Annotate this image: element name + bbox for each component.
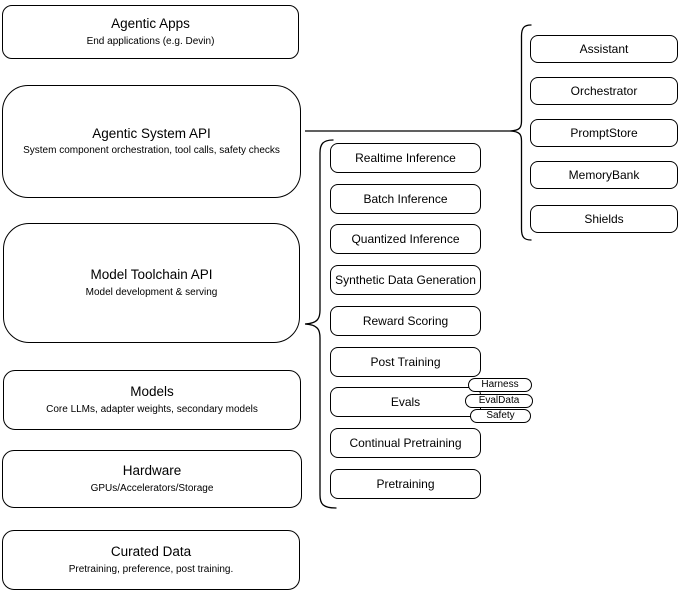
node-label: Batch Inference [363,192,448,206]
models-box: Models Core LLMs, adapter weights, secon… [3,370,301,430]
node-quantized-inference: Quantized Inference [330,224,481,254]
box-subtitle: GPUs/Accelerators/Storage [90,482,214,494]
node-pretraining: Pretraining [330,469,481,499]
node-label: Assistant [579,42,629,56]
box-subtitle: Pretraining, preference, post training. [68,563,234,575]
box-title: Agentic System API [92,125,211,141]
tag-harness: Harness [468,378,532,392]
node-label: PromptStore [570,126,638,140]
tag-safety: Safety [470,409,531,423]
tag-label: Harness [481,379,519,390]
node-orchestrator: Orchestrator [530,77,678,105]
hardware-box: Hardware GPUs/Accelerators/Storage [2,450,302,508]
node-memorybank: MemoryBank [530,161,678,189]
node-label: Synthetic Data Generation [335,273,476,287]
node-post-training: Post Training [330,347,481,377]
model-toolchain-api-box: Model Toolchain API Model development & … [3,223,300,343]
node-label: Reward Scoring [362,314,449,328]
tag-label: EvalData [478,395,520,406]
node-realtime-inference: Realtime Inference [330,143,481,173]
tag-label: Safety [486,410,515,421]
node-assistant: Assistant [530,35,678,63]
system-brace [509,24,532,241]
node-label: Realtime Inference [355,151,456,165]
box-title: Models [130,384,174,400]
node-label: Evals [390,395,421,409]
node-label: Continual Pretraining [349,436,462,450]
node-evals: Evals [330,387,481,417]
node-label: Post Training [370,355,441,369]
node-continual-pretraining: Continual Pretraining [330,428,481,458]
node-shields: Shields [530,205,678,233]
box-title: Agentic Apps [111,16,190,32]
curated-data-box: Curated Data Pretraining, preference, po… [2,530,300,590]
node-label: Quantized Inference [351,232,460,246]
toolchain-brace [304,139,337,509]
agentic-apps-box: Agentic Apps End applications (e.g. Devi… [2,5,299,59]
box-title: Model Toolchain API [90,267,213,283]
box-subtitle: Model development & serving [85,286,218,298]
node-synthetic-data-generation: Synthetic Data Generation [330,265,481,295]
node-label: MemoryBank [568,168,640,182]
node-reward-scoring: Reward Scoring [330,306,481,336]
box-subtitle: End applications (e.g. Devin) [86,35,215,47]
node-label: Shields [584,212,624,226]
node-label: Orchestrator [570,84,638,98]
box-subtitle: System component orchestration, tool cal… [23,145,280,157]
box-subtitle: Core LLMs, adapter weights, secondary mo… [46,403,258,415]
agentic-system-api-box: Agentic System API System component orch… [2,85,301,198]
node-label: Pretraining [376,477,435,491]
node-batch-inference: Batch Inference [330,184,481,214]
box-title: Hardware [122,463,182,479]
tag-evaldata: EvalData [465,394,533,408]
box-title: Curated Data [110,544,192,560]
node-promptstore: PromptStore [530,119,678,147]
